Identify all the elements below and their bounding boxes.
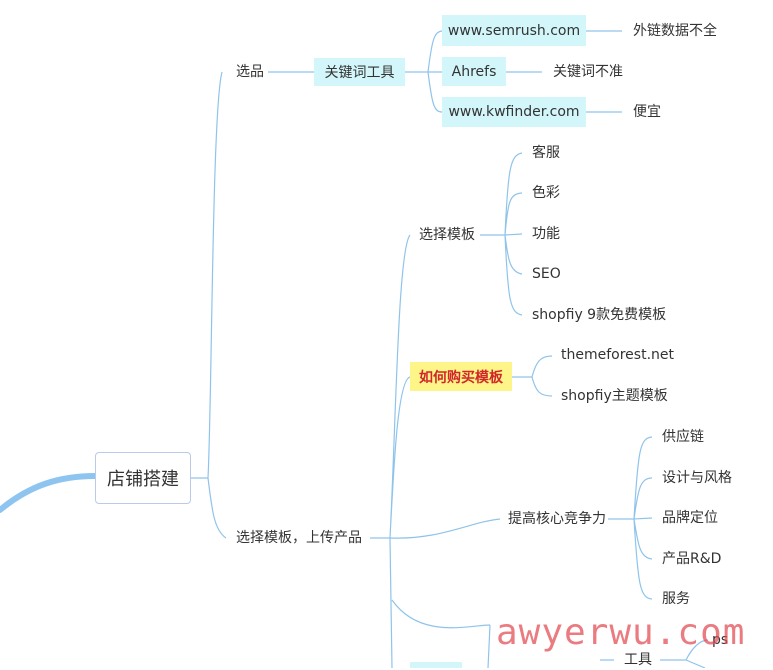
main-branch xyxy=(0,473,98,513)
core-item-design[interactable]: 设计与风格 xyxy=(662,470,732,486)
site-ahrefs[interactable]: Ahrefs xyxy=(442,57,506,86)
branch-upload[interactable]: 选择模板，上传产品 xyxy=(236,530,362,546)
buy-spine xyxy=(512,355,553,397)
core-item-service[interactable]: 服务 xyxy=(662,591,690,607)
tool-spine xyxy=(405,30,443,113)
template-item-service[interactable]: 客服 xyxy=(532,145,560,161)
template-item-function[interactable]: 功能 xyxy=(532,226,560,242)
lower-link xyxy=(391,599,491,668)
template-node[interactable]: 选择模板 xyxy=(419,227,475,243)
buy-template-node[interactable]: 如何购买模板 xyxy=(410,362,512,391)
core-item-supply[interactable]: 供应链 xyxy=(662,429,704,445)
buy-item-themeforest[interactable]: themeforest.net xyxy=(561,347,674,363)
template-item-seo[interactable]: SEO xyxy=(532,266,561,282)
tools-extra xyxy=(685,659,706,668)
site-ahrefs-label: Ahrefs xyxy=(451,63,497,80)
root-label: 店铺搭建 xyxy=(107,469,179,490)
core-item-brand[interactable]: 品牌定位 xyxy=(662,510,718,526)
keyword-tool-label: 关键词工具 xyxy=(324,65,395,81)
template-item-color[interactable]: 色彩 xyxy=(532,185,560,201)
spine-level1 xyxy=(207,71,227,539)
lower-cyan-node[interactable] xyxy=(410,662,462,668)
watermark-text: awyerwu.com xyxy=(496,612,746,653)
keyword-tool-node[interactable]: 关键词工具 xyxy=(314,58,405,86)
tools-spine xyxy=(600,639,709,661)
root-node[interactable]: 店铺搭建 xyxy=(95,452,191,504)
buy-item-shopify[interactable]: shopfiy主题模板 xyxy=(561,388,668,404)
note-ahrefs[interactable]: 关键词不准 xyxy=(553,64,623,80)
tools-node[interactable]: 工具 xyxy=(624,652,652,668)
upload-spine xyxy=(370,234,411,668)
branch-xuanpin[interactable]: 选品 xyxy=(236,64,264,80)
core-node[interactable]: 提高核心竞争力 xyxy=(508,511,606,527)
core-link xyxy=(389,518,501,539)
note-kwfinder[interactable]: 便宜 xyxy=(633,104,661,120)
template-item-free[interactable]: shopfiy 9款免费模板 xyxy=(532,307,667,323)
site-kwfinder[interactable]: www.kwfinder.com xyxy=(442,97,586,127)
core-spine xyxy=(608,436,653,600)
site-semrush[interactable]: www.semrush.com xyxy=(442,15,586,46)
buy-template-label: 如何购买模板 xyxy=(419,369,503,386)
note-semrush[interactable]: 外链数据不全 xyxy=(633,23,717,39)
site-semrush-label: www.semrush.com xyxy=(447,22,581,39)
site-kwfinder-label: www.kwfinder.com xyxy=(448,104,580,120)
tools-item-ps[interactable]: ps xyxy=(712,632,729,648)
core-item-rnd[interactable]: 产品R&D xyxy=(662,551,722,567)
template-spine xyxy=(480,152,523,316)
